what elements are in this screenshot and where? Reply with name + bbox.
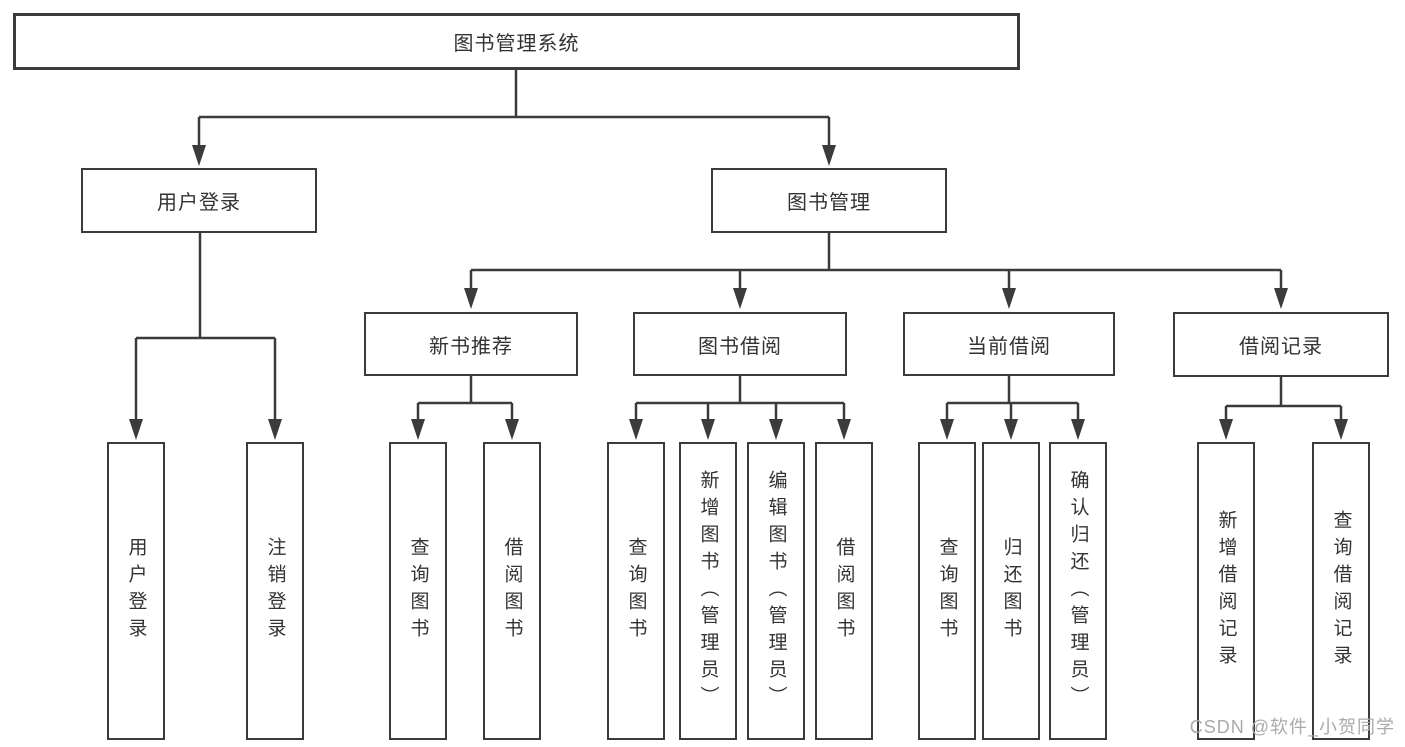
leaf-confirm-return-admin: 确认归还（管理员） [1049, 442, 1107, 740]
leaf-borrow-books-label: 借阅图书 [833, 537, 855, 645]
leaf-edit-books-admin-label: 编辑图书（管理员） [765, 469, 787, 713]
leaf-logout-label: 注销登录 [264, 537, 286, 645]
leaf-confirm-return-admin-label: 确认归还（管理员） [1067, 469, 1089, 713]
node-user-login: 用户登录 [81, 168, 317, 233]
leaf-query-books-current: 查询图书 [918, 442, 976, 740]
node-new-book-recommend-label: 新书推荐 [429, 335, 513, 358]
node-book-management-label: 图书管理 [787, 192, 871, 214]
leaf-user-login: 用户登录 [107, 442, 165, 740]
leaf-user-login-label: 用户登录 [125, 537, 147, 645]
leaf-add-books-admin-label: 新增图书（管理员） [697, 469, 719, 713]
node-user-login-label: 用户登录 [157, 192, 241, 214]
leaf-query-books-current-label: 查询图书 [936, 537, 958, 645]
node-current-borrow-label: 当前借阅 [967, 335, 1051, 358]
leaf-borrow-books-recommend-label: 借阅图书 [501, 537, 523, 645]
node-book-management: 图书管理 [711, 168, 947, 233]
node-new-book-recommend: 新书推荐 [364, 312, 578, 376]
node-book-borrow-label: 图书借阅 [698, 335, 782, 358]
leaf-return-books-label: 归还图书 [1000, 537, 1022, 645]
leaf-borrow-books: 借阅图书 [815, 442, 873, 740]
node-borrow-records-label: 借阅记录 [1239, 336, 1323, 358]
leaf-logout: 注销登录 [246, 442, 304, 740]
node-borrow-records: 借阅记录 [1173, 312, 1389, 377]
leaf-query-borrow-record-label: 查询借阅记录 [1330, 510, 1352, 672]
leaf-query-borrow-record: 查询借阅记录 [1312, 442, 1370, 740]
leaf-add-borrow-record: 新增借阅记录 [1197, 442, 1255, 740]
node-current-borrow: 当前借阅 [903, 312, 1115, 376]
node-root-label: 图书管理系统 [453, 33, 580, 55]
leaf-query-books-borrow-label: 查询图书 [625, 537, 647, 645]
node-book-borrow: 图书借阅 [633, 312, 847, 376]
leaf-query-books-recommend: 查询图书 [389, 442, 447, 740]
leaf-add-books-admin: 新增图书（管理员） [679, 442, 737, 740]
leaf-add-borrow-record-label: 新增借阅记录 [1215, 510, 1237, 672]
leaf-edit-books-admin: 编辑图书（管理员） [747, 442, 805, 740]
node-root-system: 图书管理系统 [13, 13, 1020, 70]
leaf-query-books-borrow: 查询图书 [607, 442, 665, 740]
leaf-query-books-recommend-label: 查询图书 [407, 537, 429, 645]
leaf-borrow-books-recommend: 借阅图书 [483, 442, 541, 740]
leaf-return-books: 归还图书 [982, 442, 1040, 740]
